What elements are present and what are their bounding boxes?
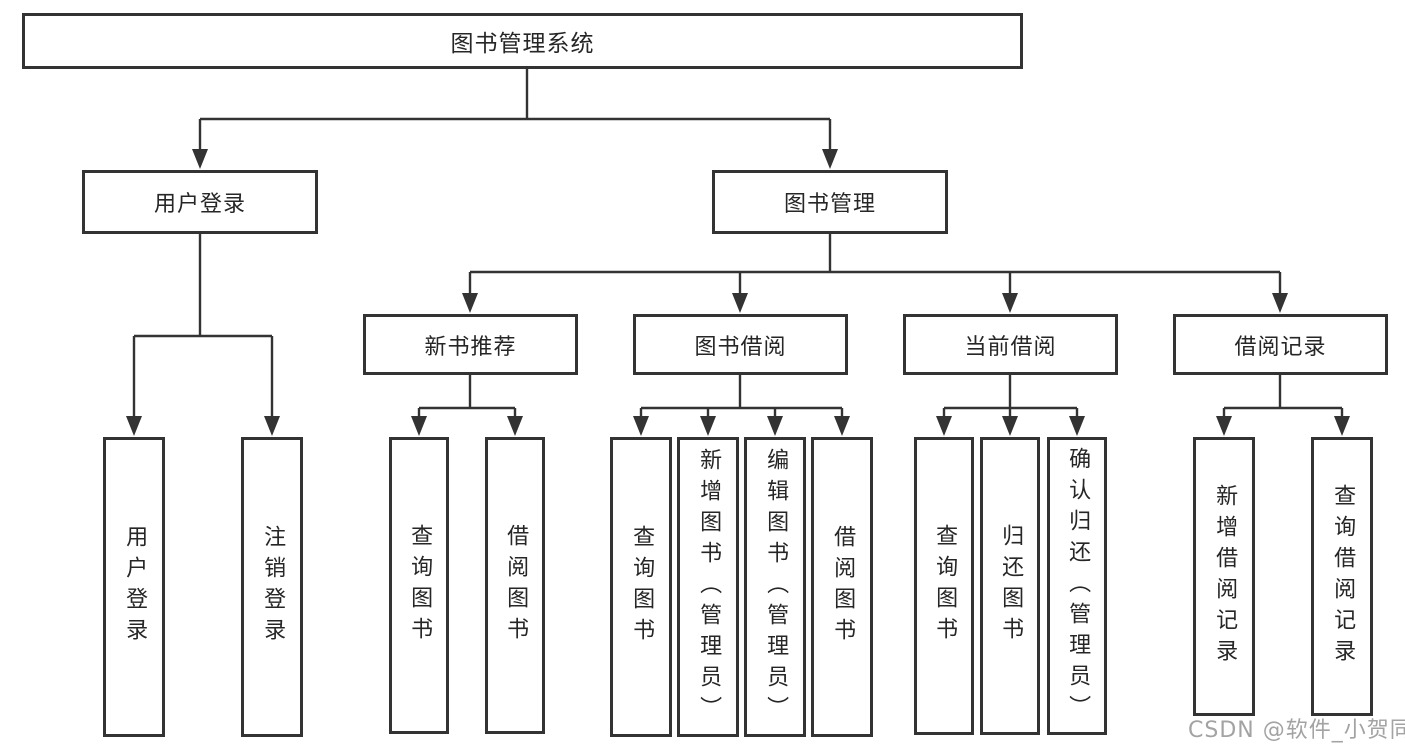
leaf-current-return-books: 归还图书: [980, 437, 1040, 735]
connector-mgmt-to-level3: [468, 234, 1282, 296]
csdn-watermark: CSDN @软件_小贺同学: [1188, 718, 1405, 743]
arrowheads: [126, 149, 1350, 436]
node-book-borrowing: 图书借阅: [633, 314, 848, 375]
node-label: 借阅图书: [503, 523, 529, 648]
leaf-records-query-record: 查询借阅记录: [1311, 437, 1373, 716]
connector-newbook-to-leaves: [417, 375, 517, 418]
node-label: 新书推荐: [424, 334, 517, 360]
connector-root-to-level2: [198, 69, 832, 151]
node-label: 查询图书: [932, 524, 958, 648]
leaf-records-add-record: 新增借阅记录: [1193, 437, 1255, 716]
node-label: 查询图书: [629, 525, 655, 649]
node-label: 确认归还（管理员）: [1065, 446, 1091, 726]
node-label: 注销登录: [260, 525, 286, 649]
node-label: 查询借阅记录: [1330, 483, 1356, 670]
node-label: 新增图书（管理员）: [696, 447, 722, 727]
leaf-borrowing-edit-books-admin: 编辑图书（管理员）: [744, 437, 806, 737]
node-label: 当前借阅: [964, 334, 1057, 360]
node-label: 用户登录: [153, 192, 246, 217]
node-new-book-recommendation: 新书推荐: [363, 314, 578, 375]
node-label: 图书管理系统: [450, 31, 595, 57]
connector-records-to-leaves: [1222, 375, 1344, 418]
leaf-newbook-borrow-books: 借阅图书: [485, 437, 545, 734]
leaf-current-query-books: 查询图书: [914, 437, 974, 735]
leaf-current-confirm-return-admin: 确认归还（管理员）: [1047, 437, 1107, 735]
leaf-user-login: 用户登录: [103, 437, 165, 737]
leaf-newbook-query-books: 查询图书: [389, 437, 449, 734]
connector-user-to-leaves: [132, 234, 274, 418]
node-label: 查询图书: [407, 523, 433, 648]
node-library-management-system: 图书管理系统: [22, 13, 1023, 69]
node-label: 编辑图书（管理员）: [763, 447, 789, 727]
node-label: 借阅图书: [830, 525, 856, 649]
node-current-borrowing: 当前借阅: [903, 314, 1118, 375]
connector-current-to-leaves: [942, 375, 1079, 418]
connector-borrow-to-leaves: [639, 375, 844, 418]
node-label: 图书管理: [783, 192, 876, 217]
node-book-management: 图书管理: [712, 170, 948, 234]
node-label: 借阅记录: [1234, 334, 1327, 360]
node-label: 新增借阅记录: [1212, 483, 1238, 670]
leaf-borrowing-add-books-admin: 新增图书（管理员）: [677, 437, 739, 737]
node-label: 归还图书: [998, 524, 1024, 648]
node-borrowing-records: 借阅记录: [1173, 314, 1388, 375]
leaf-borrowing-query-books: 查询图书: [610, 437, 672, 737]
leaf-logout: 注销登录: [241, 437, 303, 737]
node-user-login: 用户登录: [82, 170, 318, 234]
node-label: 图书借阅: [694, 334, 787, 360]
leaf-borrowing-borrow-books: 借阅图书: [811, 437, 873, 737]
node-label: 用户登录: [122, 525, 148, 649]
